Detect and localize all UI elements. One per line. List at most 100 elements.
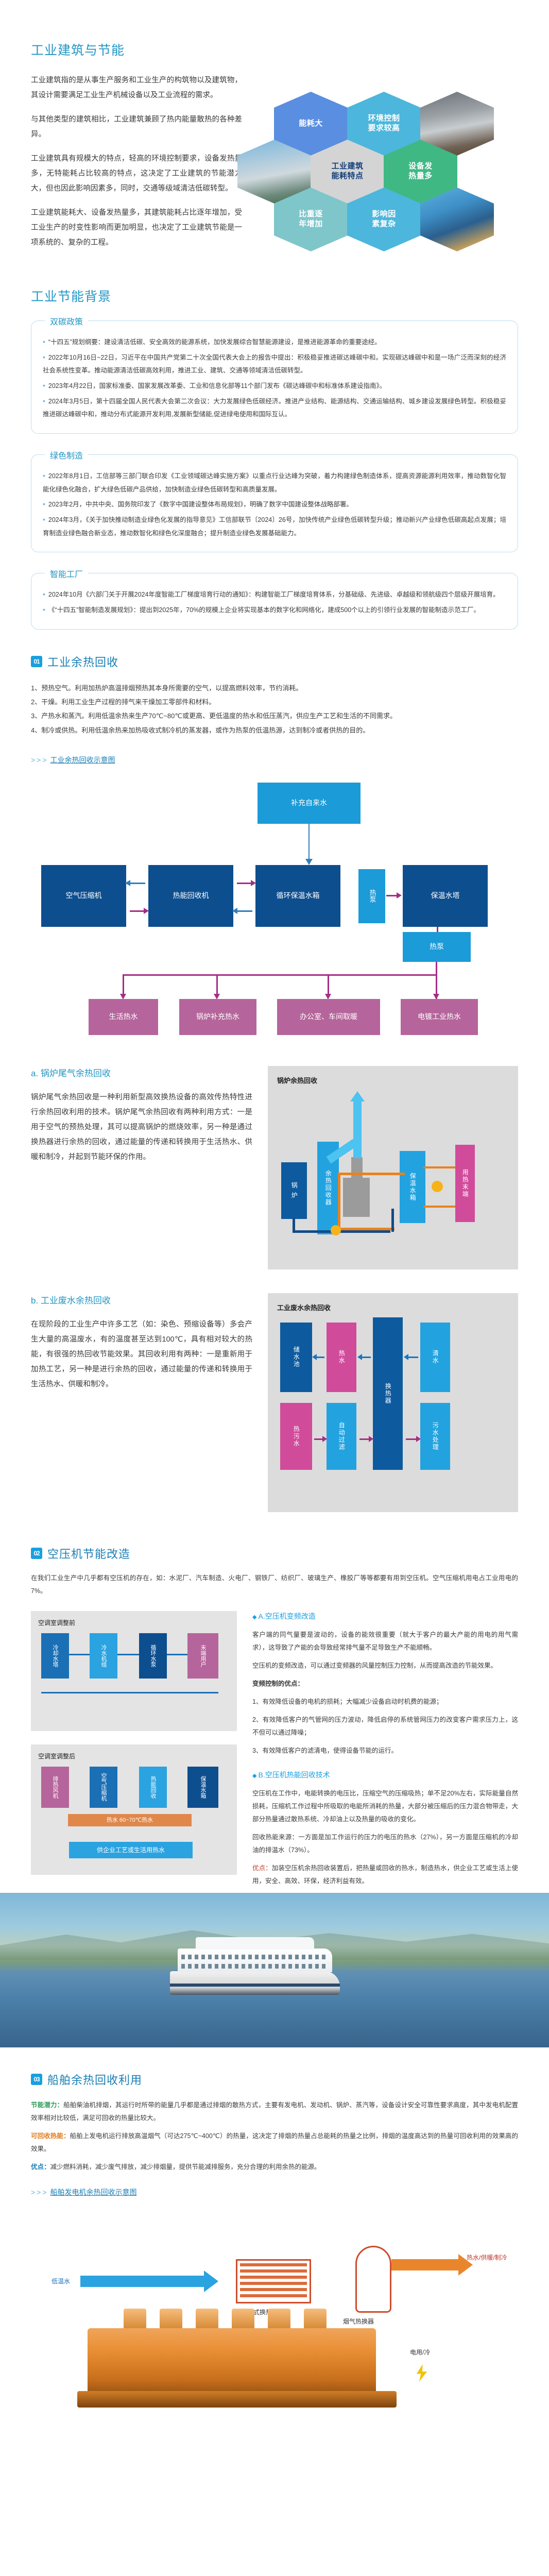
flow-connector [314, 1438, 323, 1440]
policy-bullet: 2024年3月，《关于加快推动制造业绿色化发展的指导意见》工信部联节〔2024〕… [43, 512, 506, 540]
flow-output-domestic-hot-water: 生活热水 [89, 998, 158, 1035]
ww-hot-water: 热水 [327, 1322, 356, 1392]
node-label: 储水池 [293, 1346, 300, 1368]
waste-heat-header: 01 工业余热回收 [0, 653, 549, 670]
ship-photo [0, 1892, 549, 2047]
flow-node-heat-pump-inline: 热泵 [358, 869, 385, 923]
boiler-recovery-block: a. 锅炉尾气余热回收 锅炉尾气余热回收是一种利用新型高效换热设备的高效传热特性… [0, 1065, 549, 1269]
ship-title: 船舶余热回收利用 [47, 2073, 143, 2087]
air-compressor-intro: 在我们工业生产中几乎都有空压机的存在，如：水泥厂、汽车制造、火电厂、钢铁厂、纺织… [0, 1572, 549, 1598]
caption-text: 工业余热回收示意图 [50, 755, 115, 764]
policy-bullet: 2024年10月《六部门关于开展2024年度智能工厂梯度培育行动的通知》：构建智… [43, 587, 506, 602]
ship-windows-row-2 [181, 1963, 327, 1969]
item-tag: 节能潜力： [31, 2101, 64, 2109]
hero-text-column: 工业建筑与节能 工业建筑指的是从事生产服务和工业生产的构筑物以及建筑物，其设计需… [0, 31, 258, 250]
label-electric-output: 电用/冷 [410, 2348, 431, 2356]
diagram-caption: 空调室调整后 [38, 1752, 76, 1760]
hot-pipe [338, 1172, 340, 1230]
policy-card-dual-carbon: 双碳政策 “十四五”规划纲要：建设清洁低碳、安全高效的能源系统，加快发展综合智慧… [31, 315, 518, 434]
waste-heat-list: 1、预热空气。利用加热炉高温排烟预热其本身所需要的空气，以提高燃料效率，节约消耗… [0, 681, 549, 737]
ac-block1-list-item: 3、有效降低客户的滤清电，使得设备节能的运行。 [252, 1747, 398, 1754]
policy-bullet: 《“十四五”智能制造发展规划》：提出到2025年，70%的规模上企业将实现基本的… [43, 602, 506, 617]
ac-block1-list-title: 变频控制的优点： [252, 1680, 304, 1687]
plate-heat-exchanger-fins [240, 2263, 307, 2299]
ww-heat-exchanger: 换热器 [373, 1317, 403, 1470]
hex-label: 影响因 素复杂 [372, 210, 396, 228]
node-label: 换热器 [384, 1382, 392, 1404]
node-label: 清水 [432, 1350, 439, 1365]
ship-deck [178, 1948, 332, 1972]
return-pipe [423, 1205, 455, 1208]
hex-label: 设备发 热量多 [408, 162, 433, 180]
ac-block2-title: B.空压机热能回收技术 [252, 1770, 518, 1780]
supply-pipe [423, 1166, 455, 1168]
hero-paragraph-4: 工业建筑能耗大、设备发热量多，其建筑能耗占比逐年增加，受工业生产的时变性影响而更… [31, 209, 242, 247]
air-compressor-diagram-column: 空调室调整前 冷却水塔 冷水机组 循环水泵 末端用户 空调室调整后 [31, 1611, 237, 1893]
flow-connector [130, 882, 145, 884]
flow-bus [41, 1691, 218, 1693]
diagram-card: 工业废水余热回收 储水池 热水 换热器 清水 [268, 1293, 518, 1512]
waste-heat-section: 01 工业余热回收 1、预热空气。利用加热炉高温排烟预热其本身所需要的空气，以提… [0, 653, 549, 1512]
conclusion-text: 加装空压机余热回收装置后，把热量或回收的热水，制造热水，供企业工艺或生活上使用，… [252, 1864, 518, 1885]
boiler-recovery-title: a. 锅炉尾气余热回收 [31, 1068, 111, 1078]
arrow-right-icon [458, 2253, 473, 2276]
section-number-badge: 01 [31, 655, 42, 667]
inlet-arrow-shaft [80, 2275, 204, 2287]
arrow-right-icon [251, 879, 256, 886]
flow-output-plating-hot-water: 电镀工业热水 [401, 998, 478, 1035]
node-label: 余热回收器 [324, 1170, 332, 1206]
air-compressor-columns: 空调室调整前 冷却水塔 冷水机组 循环水泵 末端用户 空调室调整后 [0, 1611, 549, 1893]
page-title: 工业建筑与节能 [31, 43, 125, 58]
flow-node-heat-recovery: 热能回收机 [148, 865, 233, 927]
node-cold-water: 冷却水塔 [41, 1633, 69, 1679]
air-compressor-title: 空压机节能改造 [47, 1547, 131, 1561]
item-text: 船舶上发电机运行排放高温烟气（可达275℃~400℃）的热量，这决定了排烟的热量… [31, 2132, 518, 2153]
arrow-right-icon [397, 892, 402, 899]
diagram-caption: 空调室调整前 [38, 1619, 76, 1626]
flow-connector [359, 1438, 370, 1440]
flow-node-label: 办公室、车间取暖 [300, 1012, 357, 1021]
flow-node-label: 生活热水 [109, 1012, 138, 1021]
item-tag: 可回收热能： [31, 2132, 70, 2140]
pump-icon [331, 1225, 341, 1235]
node-label: 锅 炉 [290, 1182, 298, 1199]
label-hot-water-output: 热水/供暖/制冷 [467, 2253, 507, 2261]
flow-node-label: 热能回收机 [173, 891, 209, 900]
flow-node-label: 循环保温水箱 [276, 891, 320, 900]
ship-superstructure [196, 1937, 314, 1950]
air-compressor-text-column: A.空压机变频改造 客户端的同气量要是波动的，设备的能效很重要（就大于客户的最大… [252, 1611, 518, 1893]
flow-node-label: 电镀工业热水 [418, 1012, 461, 1021]
node-heat-pump: 排热风机 [41, 1766, 69, 1808]
policy-bullet: 2022年10月16日~22日，习近平在中国共产党第二十次全国代表大会上的报告中… [43, 350, 506, 378]
intro-paragraph: 在我们工业生产中几乎都有空压机的存在，如：水泥厂、汽车制造、火电厂、钢铁厂、纺织… [31, 1574, 518, 1595]
arrow-left-icon [312, 1353, 317, 1360]
ac-diagram-after: 空调室调整后 排热风机 空气压缩机 热能回收 保温水箱 热水 60~70℃热水 … [31, 1744, 237, 1875]
ac-schematic-before: 冷却水塔 冷水机组 循环水泵 末端用户 [38, 1631, 230, 1724]
node-temperature: 热水 60~70℃热水 [68, 1814, 192, 1826]
engine-block [88, 2328, 376, 2400]
arrow-right-icon [322, 1435, 327, 1442]
node-label: 用热末端 [461, 1168, 469, 1198]
air-compressor-header: 02 空压机节能改造 [0, 1545, 549, 1562]
cold-pipe [293, 1230, 390, 1233]
flow-connector [117, 1653, 139, 1655]
cold-pipe [293, 1217, 295, 1232]
ship-hull [170, 1971, 340, 1995]
wastewater-schematic: 储水池 热水 换热器 清水 热污水 [277, 1317, 509, 1503]
node-recovery: 热能回收 [139, 1766, 167, 1808]
hex-label: 工业建筑 能耗特点 [331, 162, 364, 180]
ship-windows-row-1 [181, 1954, 327, 1959]
ww-clean-water: 清水 [420, 1322, 450, 1392]
node-pump: 循环水泵 [139, 1633, 167, 1679]
arrow-down-icon [325, 993, 331, 999]
insulated-tank-node: 保温水箱 [400, 1150, 425, 1223]
flow-node-makeup-water: 补充自来水 [258, 782, 361, 824]
flow-node-label: 热泵 [368, 889, 376, 903]
hero-paragraph-1: 工业建筑指的是从事生产服务和工业生产的构筑物以及建筑物，其设计需要满足工业生产机… [31, 76, 242, 99]
arrow-right-icon [144, 907, 149, 914]
ac-block2-percent: 回收热能来源：一方面是加工作运行的压力的电压的热水（27%），另一方面是压缩机的… [252, 1833, 518, 1854]
hot-pipe [338, 1227, 394, 1230]
flow-node-water-tower: 保温水塔 [403, 865, 488, 927]
flow-connector [237, 882, 251, 884]
ship-items: 节能潜力：船舶柴油机排烟，其运行时所带的能量几乎都是通过排烟的散热方式，主要有发… [0, 2099, 549, 2174]
